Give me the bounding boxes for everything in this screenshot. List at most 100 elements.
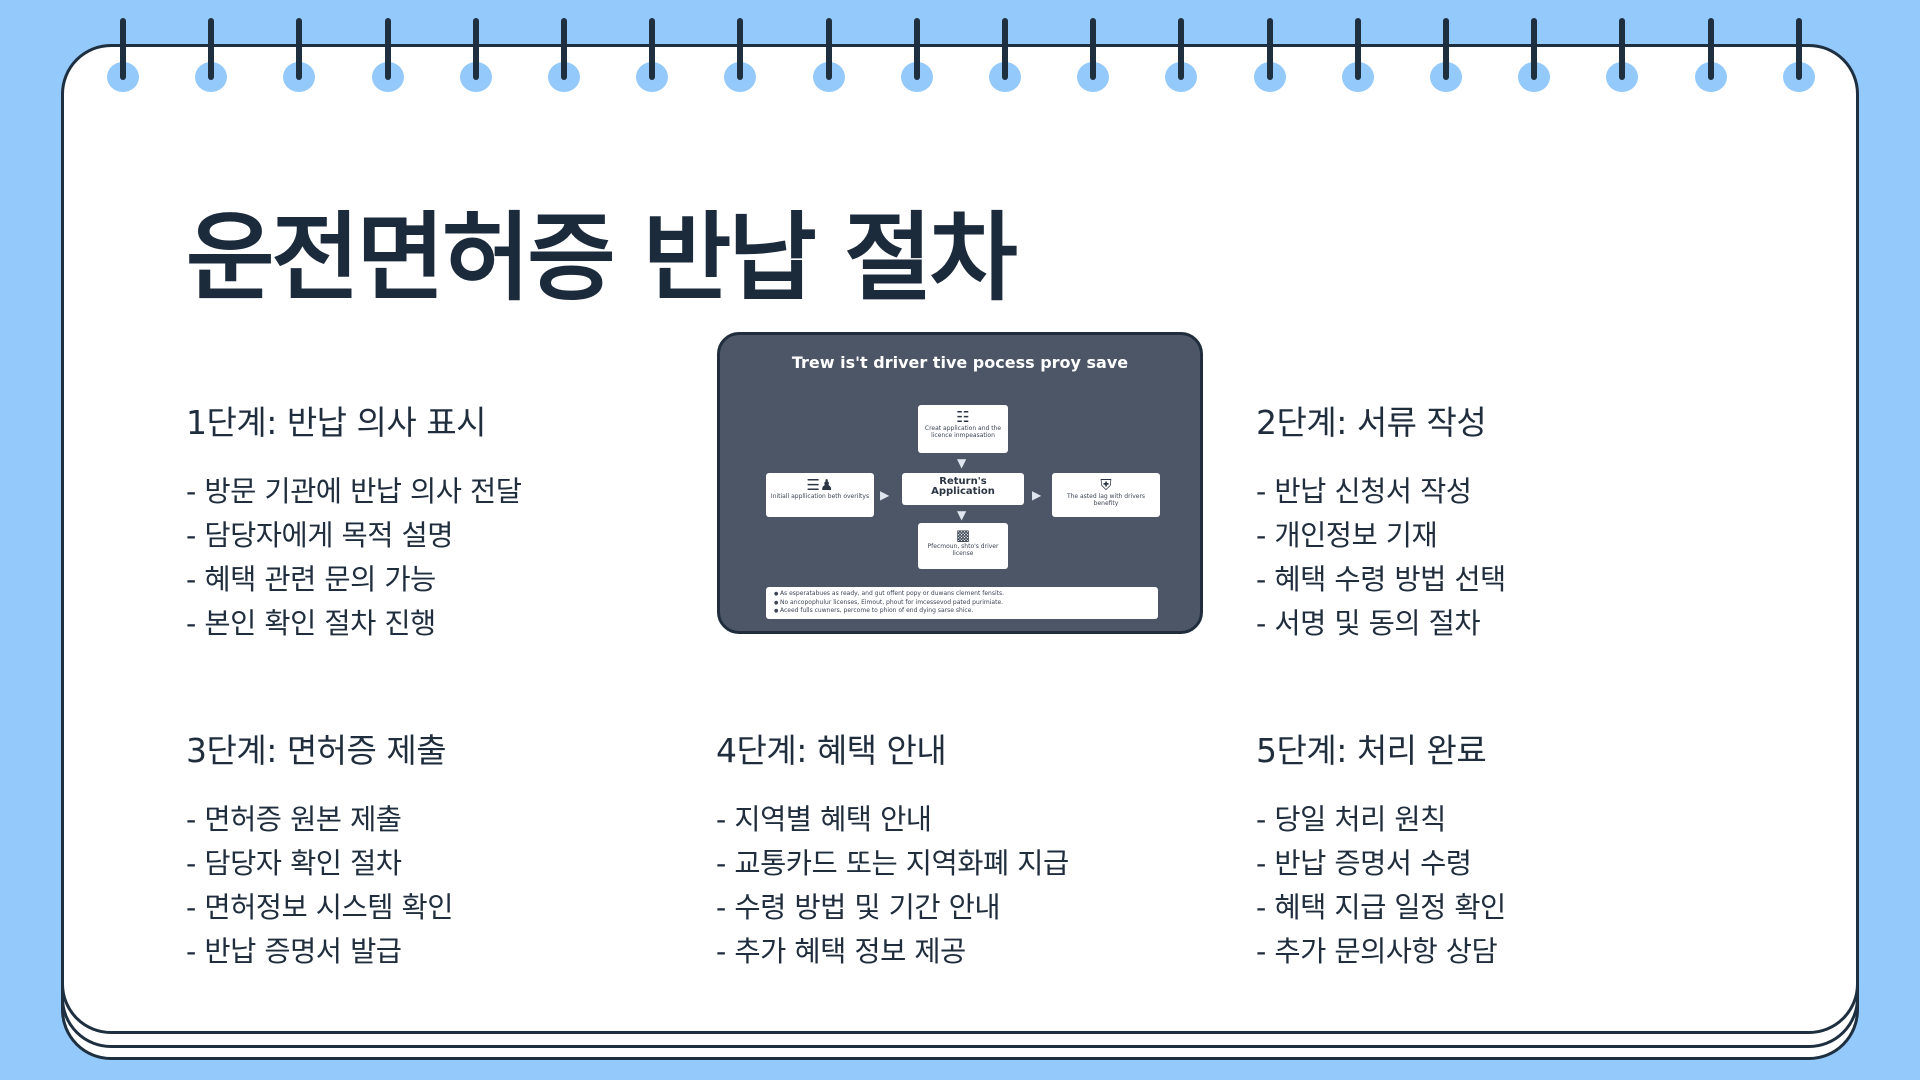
- list-item: 반납 증명서 수령: [1256, 842, 1716, 886]
- ring-wire: [296, 18, 303, 80]
- diagram-title: Trew is't driver tive pocess proy save: [791, 353, 1129, 372]
- step-1-heading: 1단계: 반납 의사 표시: [186, 403, 486, 442]
- list-item: 담당자 확인 절차: [186, 842, 646, 886]
- spiral-ring-icon: [1518, 18, 1551, 92]
- diagram-note: Aceed fulls cuwners, percome to phion of…: [774, 607, 1150, 616]
- spiral-ring-icon: [900, 18, 933, 92]
- process-diagram-image: Trew is't driver tive pocess proy save ☷…: [717, 332, 1203, 634]
- list-item: 수령 방법 및 기간 안내: [716, 886, 1176, 930]
- spiral-ring-icon: [636, 18, 669, 92]
- diagram-notes: As esperatabues as ready, and gut offent…: [766, 587, 1158, 619]
- step-5-list: 당일 처리 원칙 반납 증명서 수령 혜택 지급 일정 확인 추가 문의사항 상…: [1256, 798, 1716, 974]
- step-3-card: 3단계: 면허증 제출 면허증 원본 제출 담당자 확인 절차 면허정보 시스템…: [186, 724, 646, 974]
- step-3-list: 면허증 원본 제출 담당자 확인 절차 면허정보 시스템 확인 반납 증명서 발…: [186, 798, 646, 974]
- spiral-ring-icon: [1694, 18, 1727, 92]
- ring-wire: [561, 18, 567, 80]
- spiral-ring-icon: [283, 18, 316, 92]
- ring-wire: [825, 18, 832, 80]
- diagram-note: As esperatabues as ready, and gut offent…: [774, 590, 1150, 599]
- ring-wire: [1531, 18, 1538, 80]
- diagram-box-top-label: Creat application and the licence inmpea…: [924, 425, 1002, 439]
- ring-wire: [1266, 18, 1273, 80]
- list-item: 혜택 수령 방법 선택: [1256, 558, 1716, 602]
- list-item: 혜택 지급 일정 확인: [1256, 886, 1716, 930]
- list-item: 교통카드 또는 지역화폐 지급: [716, 842, 1176, 886]
- spiral-ring-icon: [195, 18, 228, 92]
- list-item: 서명 및 동의 절차: [1256, 602, 1716, 646]
- diagram-box-bottom: ▩ Pfecmoun, shto's driver license: [918, 523, 1008, 569]
- list-item: 지역별 혜택 안내: [716, 798, 1176, 842]
- diagram-box-left: ☰♟ Initiall appllication beth overiltys: [766, 473, 874, 517]
- spiral-ring-icon: [989, 18, 1021, 92]
- page-title: 운전면허증 반납 절차: [186, 202, 1018, 314]
- step-5-heading: 5단계: 처리 완료: [1256, 731, 1487, 770]
- diagram-box-center: Return's Application: [902, 473, 1024, 505]
- ring-wire: [1707, 18, 1714, 80]
- ring-wire: [913, 18, 920, 80]
- list-item: 반납 증명서 발급: [186, 930, 646, 974]
- step-4-list: 지역별 혜택 안내 교통카드 또는 지역화폐 지급 수령 방법 및 기간 안내 …: [716, 798, 1176, 974]
- list-item: 면허증 원본 제출: [186, 798, 646, 842]
- diagram-box-bottom-label: Pfecmoun, shto's driver license: [927, 543, 999, 557]
- step-1-list: 방문 기관에 반납 의사 전달 담당자에게 목적 설명 혜택 관련 문의 가능 …: [186, 470, 646, 646]
- spiral-ring-icon: [724, 18, 757, 92]
- step-4-card: 4단계: 혜택 안내 지역별 혜택 안내 교통카드 또는 지역화폐 지급 수령 …: [716, 724, 1176, 974]
- ring-wire: [208, 18, 215, 80]
- step-2-card: 2단계: 서류 작성 반납 신청서 작성 개인정보 기재 혜택 수령 방법 선택…: [1256, 396, 1716, 646]
- list-item: 면허정보 시스템 확인: [186, 886, 646, 930]
- ring-wire: [1090, 18, 1097, 80]
- list-item: 담당자에게 목적 설명: [186, 514, 646, 558]
- step-2-list: 반납 신청서 작성 개인정보 기재 혜택 수령 방법 선택 서명 및 동의 절차: [1256, 470, 1716, 646]
- spiral-ring-icon: [1253, 18, 1286, 92]
- step-4-heading: 4단계: 혜택 안내: [716, 731, 947, 770]
- license-card-icon: ▩: [955, 526, 971, 544]
- spiral-ring-icon: [107, 18, 139, 92]
- diagram-box-top: ☷ Creat application and the licence inmp…: [918, 405, 1008, 453]
- diagram-box-right: ⛨ The asted lag with drivers benefity: [1052, 473, 1160, 517]
- spiral-ring-icon: [371, 18, 404, 92]
- arrow-right-icon: ▶: [1032, 488, 1042, 502]
- step-2-heading: 2단계: 서류 작성: [1256, 403, 1487, 442]
- step-5-card: 5단계: 처리 완료 당일 처리 원칙 반납 증명서 수령 혜택 지급 일정 확…: [1256, 724, 1716, 974]
- spiral-ring-icon: [1077, 18, 1110, 92]
- list-item: 당일 처리 원칙: [1256, 798, 1716, 842]
- spiral-ring-icon: [812, 18, 845, 92]
- diagram-box-left-label: Initiall appllication beth overiltys: [770, 493, 870, 500]
- arrow-right-icon: ▶: [880, 488, 890, 502]
- ring-wire: [1002, 18, 1008, 80]
- spiral-ring-icon: [459, 18, 492, 92]
- arrow-down-icon: ▼: [957, 508, 967, 522]
- ring-wire: [737, 18, 744, 80]
- diagram-note: No ancopophulur licenses, Eimout, phout …: [774, 599, 1150, 608]
- list-item: 혜택 관련 문의 가능: [186, 558, 646, 602]
- diagram-box-center-label: Return's Application: [931, 476, 995, 497]
- list-item: 반납 신청서 작성: [1256, 470, 1716, 514]
- spiral-ring-icon: [1606, 18, 1639, 92]
- list-item: 본인 확인 절차 진행: [186, 602, 646, 646]
- ring-wire: [1178, 18, 1185, 80]
- list-item: 추가 혜택 정보 제공: [716, 930, 1176, 974]
- document-icon: ☷: [956, 408, 970, 426]
- spiral-ring-icon: [1430, 18, 1462, 92]
- spiral-ring-icon: [548, 18, 580, 92]
- shield-icon: ⛨: [1100, 476, 1112, 494]
- step-3-heading: 3단계: 면허증 제출: [186, 731, 447, 770]
- arrow-down-icon: ▼: [957, 456, 967, 470]
- diagram-box-right-label: The asted lag with drivers benefity: [1066, 493, 1146, 507]
- list-item: 개인정보 기재: [1256, 514, 1716, 558]
- ring-wire: [1354, 18, 1361, 80]
- ring-wire: [1443, 18, 1449, 80]
- ring-wire: [649, 18, 656, 80]
- list-item: 추가 문의사항 상담: [1256, 930, 1716, 974]
- list-item: 방문 기관에 반납 의사 전달: [186, 470, 646, 514]
- spiral-ring-icon: [1782, 18, 1815, 92]
- ring-wire: [1619, 18, 1626, 80]
- ring-wire: [120, 18, 126, 80]
- ring-wire: [472, 18, 479, 80]
- spiral-ring-icon: [1165, 18, 1198, 92]
- people-list-icon: ☰♟: [806, 476, 834, 494]
- ring-wire: [384, 18, 391, 80]
- ring-wire: [1795, 18, 1802, 80]
- step-1-card: 1단계: 반납 의사 표시 방문 기관에 반납 의사 전달 담당자에게 목적 설…: [186, 396, 646, 646]
